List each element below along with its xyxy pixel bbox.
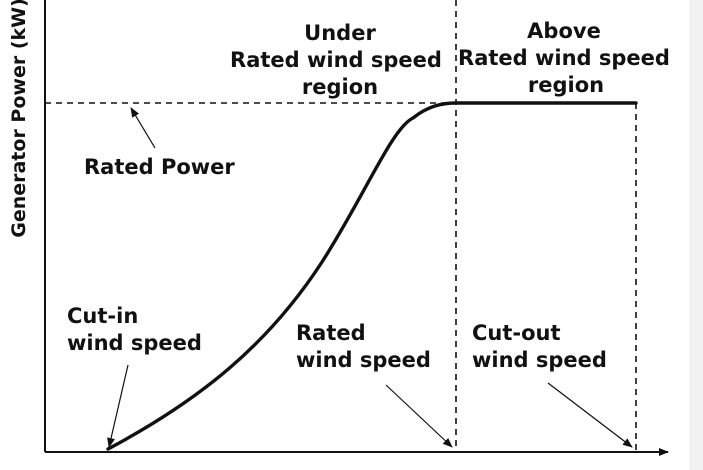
above-region-line-1: Above [527,19,601,43]
rated-power-arrow [130,107,156,149]
under-region-line-3: region [302,75,378,99]
under-region-line-2: Rated wind speed [230,48,442,72]
cut-in-label-line-2: wind speed [67,331,202,355]
cut-in-label-line-1: Cut-in [67,304,138,328]
power-curve [106,101,638,451]
cut-in-arrow [107,364,129,448]
cut-out-arrow [547,382,633,448]
under-region-line-1: Under [304,21,376,45]
cut-out-label-line-1: Cut-out [472,321,561,345]
y-axis-label: Generator Power (kW) [8,0,30,238]
page-edge-strip [689,0,703,470]
above-region-line-3: region [528,73,604,97]
rated-speed-label-line-1: Rated [296,321,366,345]
rated-speed-arrow [385,384,453,448]
rated-power-label: Rated Power [84,155,235,179]
above-region-line-2: Rated wind speed [458,46,670,70]
rated-speed-label-line-2: wind speed [296,348,431,372]
cut-out-label-line-2: wind speed [472,348,607,372]
